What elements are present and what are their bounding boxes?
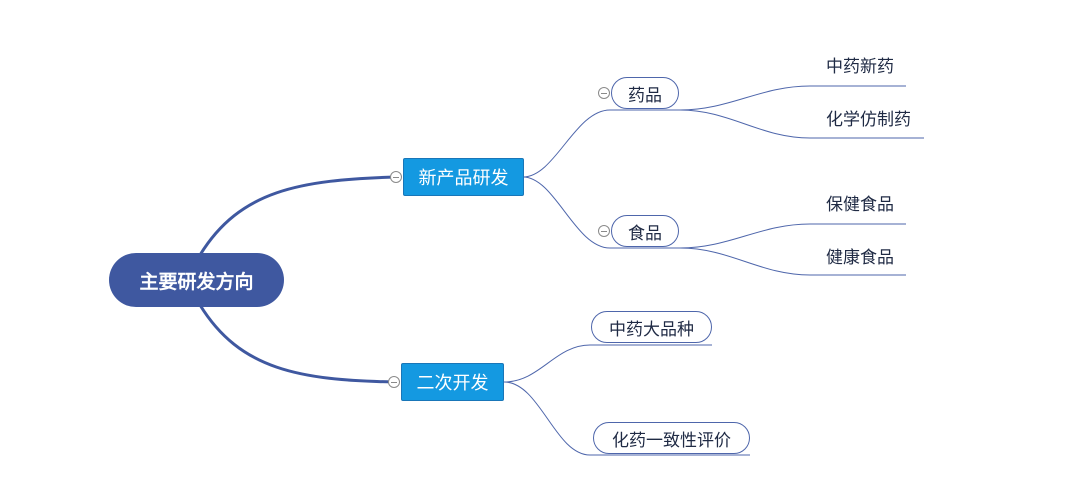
collapse-toggle-icon[interactable] [598, 225, 610, 237]
root-topic[interactable]: 主要研发方向 [109, 253, 284, 307]
branch-topic-secondary-development[interactable]: 二次开发 [401, 363, 504, 401]
collapse-toggle-icon[interactable] [388, 376, 400, 388]
connector-erci-yizhixing [503, 381, 750, 456]
subtopic-consistency-evaluation[interactable]: 化药一致性评价 [593, 422, 750, 454]
subtopic-label: 化药一致性评价 [612, 430, 731, 451]
connector-erci-dapinzhong [503, 344, 712, 383]
connector-root-erci [198, 304, 394, 384]
connector-yaopin-huaxue [679, 109, 924, 139]
connector-yaopin-zhongyao [679, 85, 906, 111]
connector-shipin-baojian [679, 223, 906, 249]
collapse-toggle-icon[interactable] [390, 171, 402, 183]
leaf-label: 保健食品 [826, 195, 894, 215]
root-topic-label: 主要研发方向 [139, 270, 254, 293]
leaf-topic[interactable]: 中药新药 [826, 57, 894, 77]
subtopic-drugs[interactable]: 药品 [611, 77, 679, 109]
leaf-label: 中药新药 [826, 57, 894, 77]
connector-xincp-shipin [522, 176, 680, 249]
subtopic-label: 药品 [628, 85, 662, 106]
branch-topic-label: 二次开发 [416, 373, 489, 394]
leaf-topic[interactable]: 保健食品 [826, 195, 894, 215]
subtopic-label: 食品 [628, 223, 662, 244]
leaf-label: 化学仿制药 [826, 110, 911, 130]
branch-topic-new-product[interactable]: 新产品研发 [403, 158, 524, 196]
leaf-topic[interactable]: 化学仿制药 [826, 110, 911, 130]
subtopic-label: 中药大品种 [609, 319, 694, 340]
subtopic-tcm-major-variety[interactable]: 中药大品种 [591, 311, 712, 343]
connector-shipin-jiankang [679, 247, 906, 276]
leaf-label: 健康食品 [826, 248, 894, 268]
connector-root-xincp [198, 175, 396, 256]
leaf-topic[interactable]: 健康食品 [826, 248, 894, 268]
collapse-toggle-icon[interactable] [598, 87, 610, 99]
subtopic-food[interactable]: 食品 [611, 215, 679, 247]
branch-topic-label: 新产品研发 [418, 168, 509, 189]
connector-xincp-yaopin [522, 109, 680, 178]
